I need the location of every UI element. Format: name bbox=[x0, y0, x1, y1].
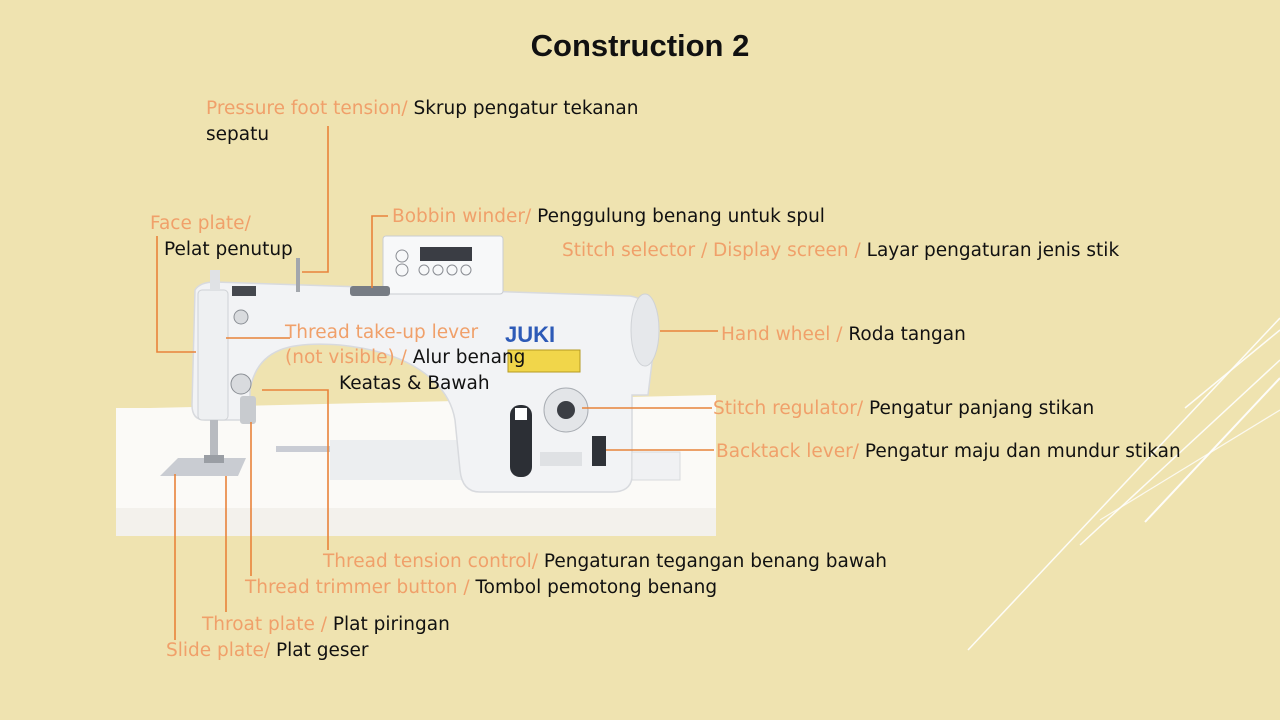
label-hand-wheel: Hand wheel / Roda tangan bbox=[721, 323, 966, 347]
label-slide-id: Plat geser bbox=[276, 640, 369, 661]
label-stitch-regulator: Stitch regulator/ Pengatur panjang stika… bbox=[713, 397, 1094, 421]
label-takeup-id-1: Alur benang bbox=[413, 347, 526, 368]
label-trimmer-en: Thread trimmer button / bbox=[245, 577, 470, 598]
label-thread-trimmer-button: Thread trimmer button / Tombol pemotong … bbox=[245, 576, 717, 600]
label-takeup-en-2: (not visible) / bbox=[285, 347, 407, 368]
label-tension-en: Thread tension control/ bbox=[323, 551, 538, 572]
label-stitchsel-en: Stitch selector / Display screen / bbox=[562, 240, 861, 261]
label-slide-plate: Slide plate/ Plat geser bbox=[166, 639, 369, 663]
label-takeup-en-1: Thread take-up lever bbox=[285, 321, 478, 345]
page-title: Construction 2 bbox=[0, 28, 1280, 64]
label-bobbin-en: Bobbin winder/ bbox=[392, 206, 531, 227]
label-bobbin-winder: Bobbin winder/ Penggulung benang untuk s… bbox=[392, 205, 825, 229]
label-tension-id: Pengaturan tegangan benang bawah bbox=[544, 551, 887, 572]
label-trimmer-id: Tombol pemotong benang bbox=[476, 577, 718, 598]
label-pressure-id-2: sepatu bbox=[206, 123, 269, 147]
label-pressure-foot-tension: Pressure foot tension/ Skrup pengatur te… bbox=[206, 97, 638, 121]
label-face-id: Pelat penutup bbox=[164, 238, 293, 262]
leader-tension bbox=[262, 390, 328, 550]
label-throat-en: Throat plate / bbox=[202, 614, 327, 635]
label-takeup-line-2: (not visible) / Alur benang bbox=[285, 346, 525, 370]
label-takeup-id-2: Keatas & Bawah bbox=[339, 372, 490, 396]
label-slide-en: Slide plate/ bbox=[166, 640, 270, 661]
label-backtack-id: Pengatur maju dan mundur stikan bbox=[865, 441, 1181, 462]
label-pressure-en: Pressure foot tension/ bbox=[206, 98, 408, 119]
label-throat-id: Plat piringan bbox=[333, 614, 450, 635]
label-stitchreg-id: Pengatur panjang stikan bbox=[869, 398, 1094, 419]
label-hand-id: Roda tangan bbox=[848, 324, 965, 345]
label-throat-plate: Throat plate / Plat piringan bbox=[202, 613, 450, 637]
label-hand-en: Hand wheel / bbox=[721, 324, 842, 345]
label-thread-tension-control: Thread tension control/ Pengaturan tegan… bbox=[323, 550, 887, 574]
label-stitchsel-id: Layar pengaturan jenis stik bbox=[867, 240, 1120, 261]
label-bobbin-id: Penggulung benang untuk spul bbox=[537, 206, 825, 227]
label-pressure-id: Skrup pengatur tekanan bbox=[413, 98, 638, 119]
label-backtack-lever: Backtack lever/ Pengatur maju dan mundur… bbox=[716, 440, 1181, 464]
label-stitchreg-en: Stitch regulator/ bbox=[713, 398, 863, 419]
leader-pressure bbox=[302, 126, 328, 272]
leader-bobbin bbox=[372, 216, 388, 288]
label-face-en: Face plate/ bbox=[150, 212, 251, 236]
label-stitch-selector: Stitch selector / Display screen / Layar… bbox=[562, 239, 1119, 263]
label-backtack-en: Backtack lever/ bbox=[716, 441, 859, 462]
